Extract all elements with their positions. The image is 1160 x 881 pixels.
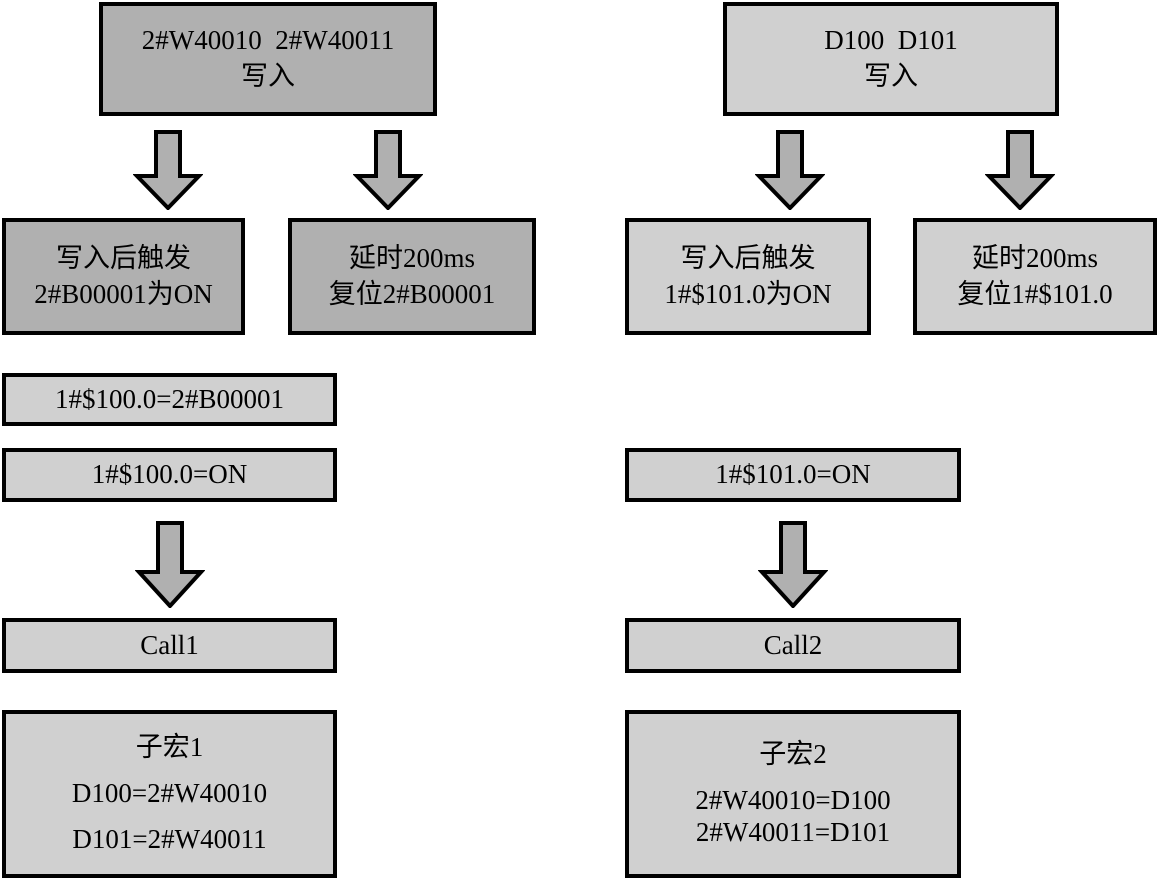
- node-left-condition-line1: 1#$100.0=ON: [91, 459, 248, 490]
- node-left-delay-line2: 复位2#B00001: [328, 278, 496, 309]
- node-left-trigger-line1: 写入后触发: [56, 242, 191, 273]
- node-left-map: 1#$100.0=2#B00001: [2, 373, 337, 426]
- node-left-trigger-line2: 2#B00001为ON: [34, 278, 213, 309]
- node-right-macro: 子宏2 2#W40010=D100 2#W40011=D101: [625, 710, 961, 878]
- node-left-macro: 子宏1 D100=2#W40010 D101=2#W40011: [2, 710, 337, 878]
- node-right-macro-line2: 2#W40010=D100: [695, 785, 891, 816]
- node-left-delay-line1: 延时200ms: [348, 242, 475, 273]
- node-right-condition-line1: 1#$101.0=ON: [715, 459, 871, 490]
- node-right-delay: 延时200ms 复位1#$101.0: [913, 218, 1157, 335]
- node-left-delay: 延时200ms 复位2#B00001: [288, 218, 536, 335]
- node-right-delay-line1: 延时200ms: [971, 242, 1098, 273]
- arrow-left-source-to-delay: [353, 130, 423, 210]
- node-left-source-line2: 写入: [241, 61, 295, 91]
- arrow-right-source-to-trigger: [755, 130, 825, 210]
- node-left-trigger: 写入后触发 2#B00001为ON: [2, 218, 245, 335]
- node-left-call-line1: Call1: [140, 629, 199, 660]
- node-right-condition: 1#$101.0=ON: [625, 448, 961, 502]
- node-left-call: Call1: [2, 618, 337, 673]
- node-right-macro-line3: 2#W40011=D101: [695, 816, 891, 847]
- node-right-source-line1: D100 D101: [824, 25, 958, 56]
- node-left-source: 2#W40010 2#W40011 写入: [99, 2, 437, 116]
- node-right-trigger-line1: 写入后触发: [680, 242, 816, 273]
- node-right-source-line2: 写入: [864, 61, 918, 91]
- node-left-macro-line2: D100=2#W40010: [71, 778, 268, 809]
- node-right-trigger-line2: 1#$101.0为ON: [664, 278, 832, 309]
- arrow-left-source-to-trigger: [133, 130, 203, 210]
- node-right-trigger: 写入后触发 1#$101.0为ON: [625, 218, 871, 335]
- node-left-macro-line1: 子宏1: [135, 732, 204, 763]
- node-left-map-line1: 1#$100.0=2#B00001: [55, 383, 284, 414]
- node-right-call: Call2: [625, 618, 961, 673]
- arrow-right-condition-to-call: [758, 521, 828, 608]
- arrow-right-source-to-delay: [985, 130, 1055, 210]
- node-right-macro-line1: 子宏2: [759, 739, 827, 770]
- node-left-macro-line3: D101=2#W40011: [72, 823, 267, 854]
- node-right-delay-line2: 复位1#$101.0: [957, 278, 1113, 309]
- node-right-call-line1: Call2: [763, 629, 823, 660]
- node-left-source-line1: 2#W40010 2#W40011: [141, 25, 395, 56]
- arrow-left-condition-to-call: [135, 521, 205, 608]
- node-left-condition: 1#$100.0=ON: [2, 448, 337, 502]
- node-right-source: D100 D101 写入: [723, 2, 1059, 116]
